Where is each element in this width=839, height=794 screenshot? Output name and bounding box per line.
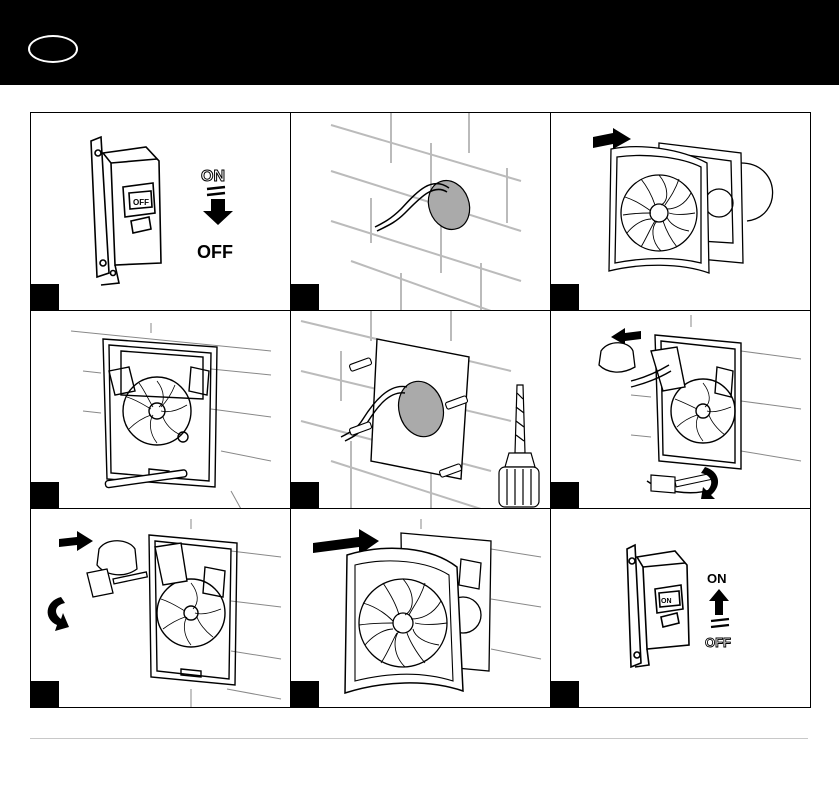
switch-off-illustration: OFF ON OFF bbox=[31, 113, 291, 311]
switch-label: OFF bbox=[133, 198, 149, 207]
step-number-badge bbox=[31, 681, 59, 707]
step-8-attach-front-panel bbox=[291, 509, 551, 707]
wall-opening-illustration bbox=[291, 113, 551, 311]
on-label: ON bbox=[201, 168, 225, 185]
language-badge bbox=[28, 35, 78, 63]
attach-panel-illustration bbox=[291, 509, 551, 707]
step-number-badge bbox=[31, 482, 59, 508]
arrow-down-icon bbox=[203, 199, 233, 225]
switch-label: ON bbox=[661, 598, 672, 605]
step-number-badge bbox=[551, 284, 579, 310]
arrow-up-icon bbox=[709, 589, 729, 615]
connect-wiring-illustration bbox=[551, 311, 811, 509]
step-9-switch-on: ON ON OFF bbox=[551, 509, 811, 707]
step-number-badge bbox=[551, 681, 579, 707]
step-number-badge bbox=[291, 482, 319, 508]
mark-holes-illustration bbox=[31, 311, 291, 509]
remove-panel-illustration bbox=[551, 113, 811, 311]
rotate-arrow-icon bbox=[48, 597, 69, 631]
step-7-fix-terminal-cover bbox=[31, 509, 291, 707]
footer-divider bbox=[30, 738, 808, 739]
step-3-remove-front-panel bbox=[551, 113, 811, 311]
off-label: OFF bbox=[197, 242, 233, 262]
switch-on-illustration: ON ON OFF bbox=[551, 509, 811, 707]
step-number-badge bbox=[551, 482, 579, 508]
step-2-wall-opening bbox=[291, 113, 551, 311]
installation-steps-grid: OFF ON OFF bbox=[30, 112, 811, 708]
arrow-left-icon bbox=[593, 128, 631, 149]
step-number-badge bbox=[291, 681, 319, 707]
off-label: OFF bbox=[705, 635, 731, 650]
pencil-icon bbox=[105, 470, 187, 488]
fix-dowels-illustration bbox=[291, 311, 551, 509]
header-bar bbox=[0, 0, 839, 85]
step-6-connect-wiring bbox=[551, 311, 811, 509]
arrow-right-icon bbox=[59, 531, 93, 551]
rotate-arrow-icon bbox=[701, 467, 718, 499]
terminal-cover-illustration bbox=[31, 509, 291, 707]
step-1-switch-off: OFF ON OFF bbox=[31, 113, 291, 311]
step-number-badge bbox=[31, 284, 59, 310]
on-label: ON bbox=[707, 571, 727, 586]
step-5-fix-plate-dowels bbox=[291, 311, 551, 509]
step-number-badge bbox=[291, 284, 319, 310]
step-4-mark-drill-holes bbox=[31, 311, 291, 509]
